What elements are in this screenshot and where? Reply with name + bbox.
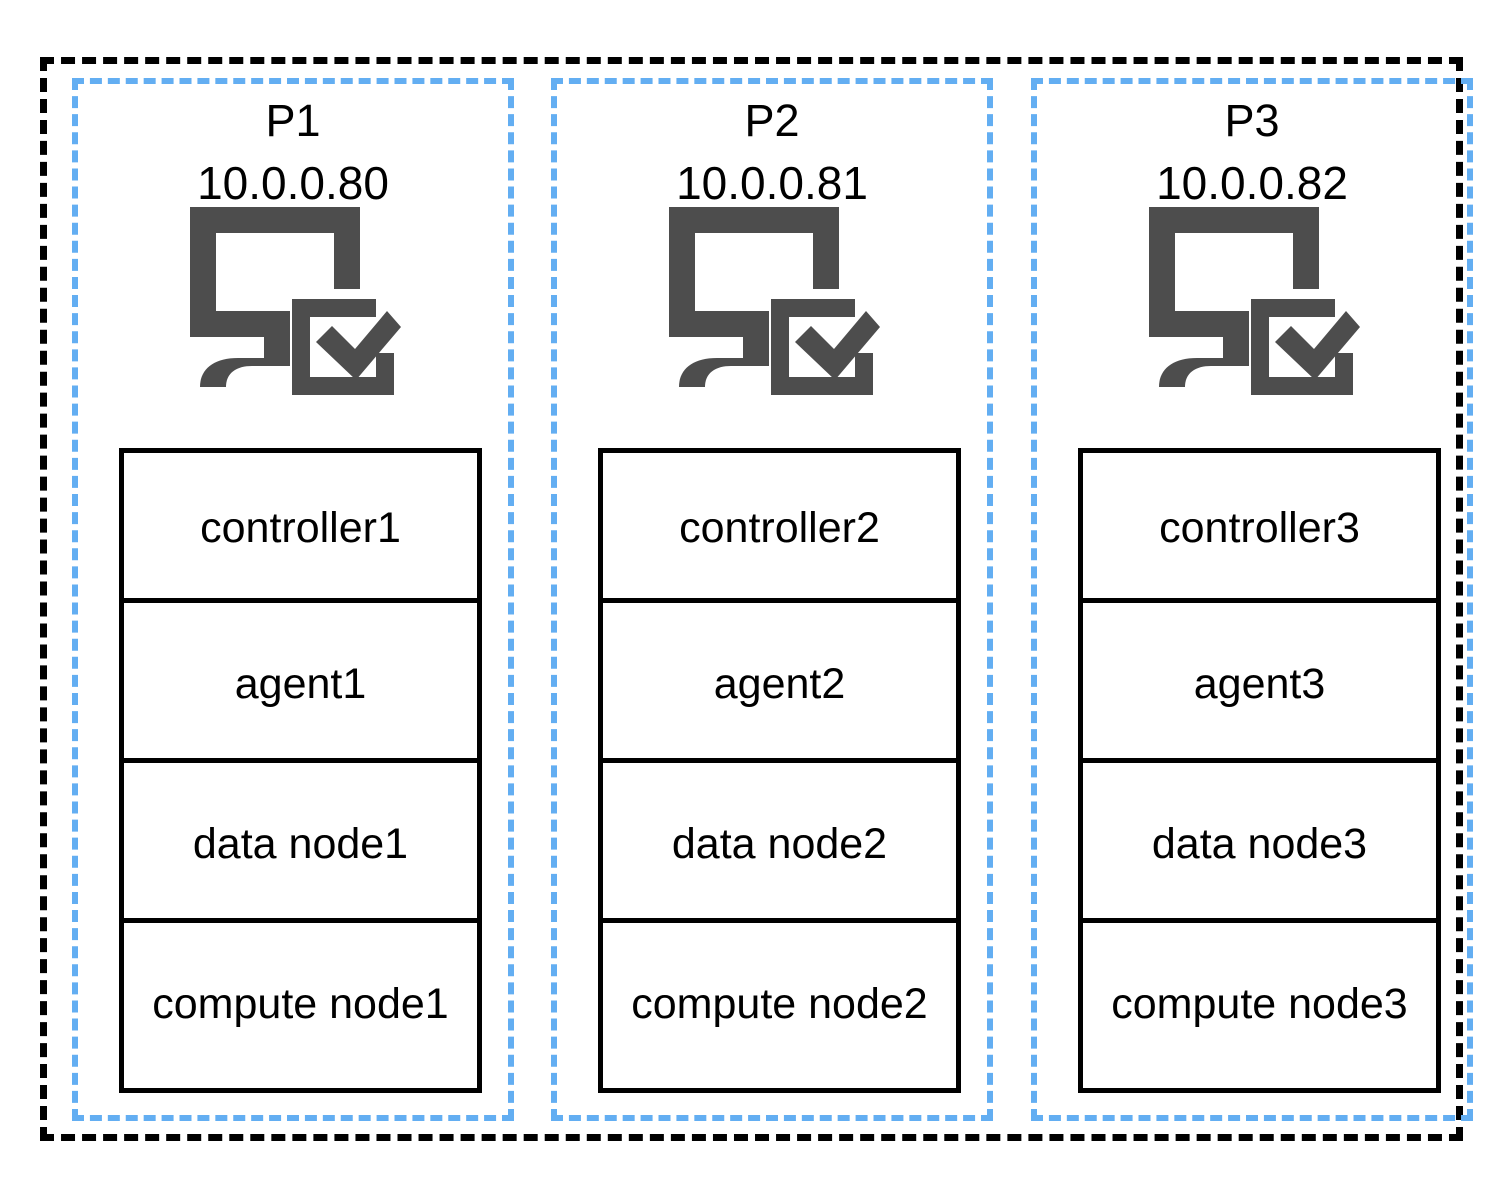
- component-row[interactable]: controller3: [1083, 453, 1436, 603]
- node-ip-p3: 10.0.0.82: [1156, 157, 1348, 209]
- component-table-p3: controller3 agent3 data node3 compute no…: [1078, 448, 1441, 1093]
- node-title-p3: P3: [1224, 95, 1280, 146]
- component-row[interactable]: controller2: [603, 453, 956, 603]
- component-row[interactable]: compute node1: [124, 923, 477, 1088]
- component-row[interactable]: data node2: [603, 763, 956, 923]
- component-row[interactable]: data node1: [124, 763, 477, 923]
- component-label: controller2: [679, 504, 880, 552]
- node-panel-p3[interactable]: P3 10.0.0.82 controller3 agent3: [1031, 78, 1473, 1121]
- component-label: agent1: [234, 660, 367, 708]
- node-ip-p2: 10.0.0.81: [676, 157, 868, 209]
- component-label: data node2: [671, 820, 888, 868]
- component-row[interactable]: agent2: [603, 603, 956, 763]
- monitor-check-icon: [557, 203, 987, 399]
- monitor-check-icon: [78, 203, 508, 399]
- node-ip-p1: 10.0.0.80: [197, 157, 389, 209]
- component-label: data node3: [1151, 820, 1368, 868]
- component-label: compute node3: [1111, 980, 1408, 1028]
- component-label: agent3: [1193, 660, 1326, 708]
- component-row[interactable]: agent3: [1083, 603, 1436, 763]
- component-row[interactable]: controller1: [124, 453, 477, 603]
- component-label: compute node1: [152, 980, 449, 1028]
- component-label: agent2: [713, 660, 846, 708]
- component-row[interactable]: agent1: [124, 603, 477, 763]
- cluster-boundary: [40, 57, 1463, 1141]
- node-title-p2: P2: [744, 95, 800, 146]
- component-label: compute node2: [631, 980, 928, 1028]
- node-panel-p2[interactable]: P2 10.0.0.81 controller2 agent2: [551, 78, 993, 1121]
- node-panel-p1[interactable]: P1 10.0.0.80: [72, 78, 514, 1121]
- component-table-p2: controller2 agent2 data node2 compute no…: [598, 448, 961, 1093]
- monitor-check-icon: [1037, 203, 1467, 399]
- component-row[interactable]: compute node3: [1083, 923, 1436, 1088]
- component-label: controller1: [200, 504, 401, 552]
- component-row[interactable]: compute node2: [603, 923, 956, 1088]
- node-title-p1: P1: [265, 95, 321, 146]
- component-label: controller3: [1159, 504, 1360, 552]
- component-table-p1: controller1 agent1 data node1 compute no…: [119, 448, 482, 1093]
- component-label: data node1: [192, 820, 409, 868]
- component-row[interactable]: data node3: [1083, 763, 1436, 923]
